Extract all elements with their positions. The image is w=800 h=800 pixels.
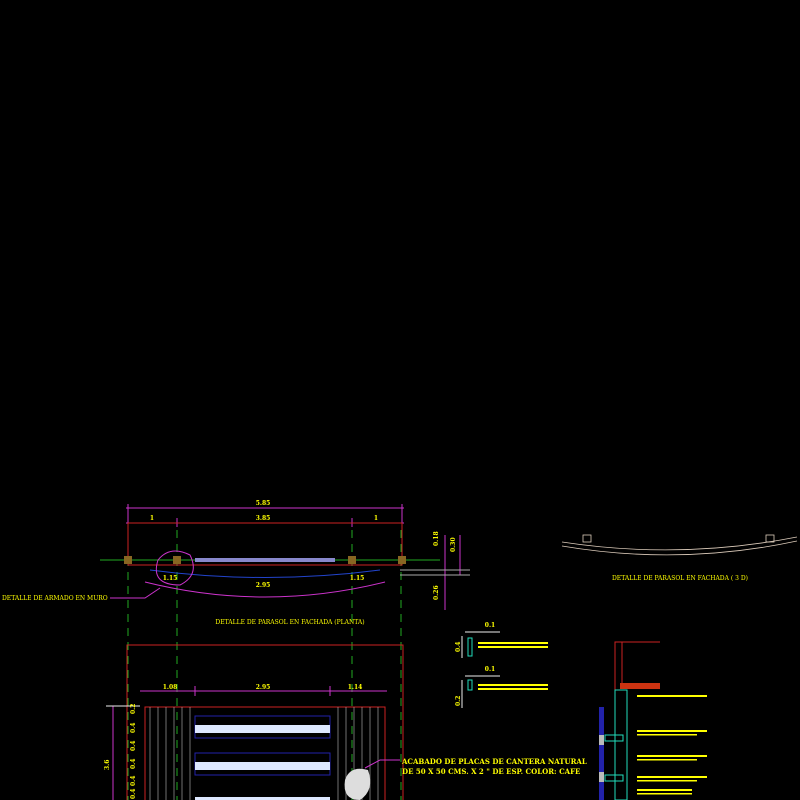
- dim-left-overhang: 1.15: [163, 575, 178, 582]
- grid-axes: [127, 530, 402, 800]
- row-dim: 0.4: [130, 741, 137, 751]
- dim-h1: 0.18: [433, 531, 440, 546]
- detail-h1: 0.4: [455, 642, 462, 652]
- dim-h2: 0.30: [450, 537, 457, 552]
- finish-note-line2: DE 50 X 50 CMS. X 2 " DE ESP. COLOR: CAF…: [402, 767, 580, 776]
- row-dim: 0.4: [130, 723, 137, 733]
- dim-left: 1: [150, 515, 154, 522]
- view3d-title: DETALLE DE PARASOL EN FACHADA ( 3 D): [612, 575, 748, 582]
- row-dim: 0.4: [130, 759, 137, 769]
- detail-h2: 0.2: [455, 696, 462, 706]
- plan-dimension-lines: [110, 504, 461, 610]
- elevation-body: [106, 644, 404, 800]
- dim-right: 1: [374, 515, 378, 522]
- plan-body: [100, 522, 470, 586]
- elev-dim-center: 2.95: [256, 684, 271, 691]
- finish-note-line1: ACABADO DE PLACAS DE CANTERA NATURAL: [401, 757, 587, 766]
- elev-dim-height: 3.6: [104, 760, 111, 770]
- row-dim: 0.4: [130, 789, 137, 799]
- dim-right-overhang: 1.15: [350, 575, 365, 582]
- dim-total: 5.85: [256, 500, 271, 507]
- parasol-3d-view: [561, 534, 798, 556]
- dim-arc: 2.95: [256, 582, 271, 589]
- detail-w2: 0.1: [485, 666, 495, 673]
- elev-dim-left: 1.08: [163, 684, 178, 691]
- wall-section: [599, 641, 707, 800]
- plan-title: DETALLE DE PARASOL EN FACHADA (PLANTA): [215, 619, 364, 626]
- elev-dim-right: 1.14: [348, 684, 363, 691]
- rebar-details: [461, 631, 548, 708]
- row-dim: 0.4: [130, 776, 137, 786]
- wall-detail-callout: DETALLE DE ARMADO EN MURO: [2, 595, 108, 602]
- row-dim: 0.2: [130, 704, 137, 714]
- dim-h3: 0.26: [433, 585, 440, 600]
- dim-center: 3.85: [256, 515, 271, 522]
- detail-w1: 0.1: [485, 622, 495, 629]
